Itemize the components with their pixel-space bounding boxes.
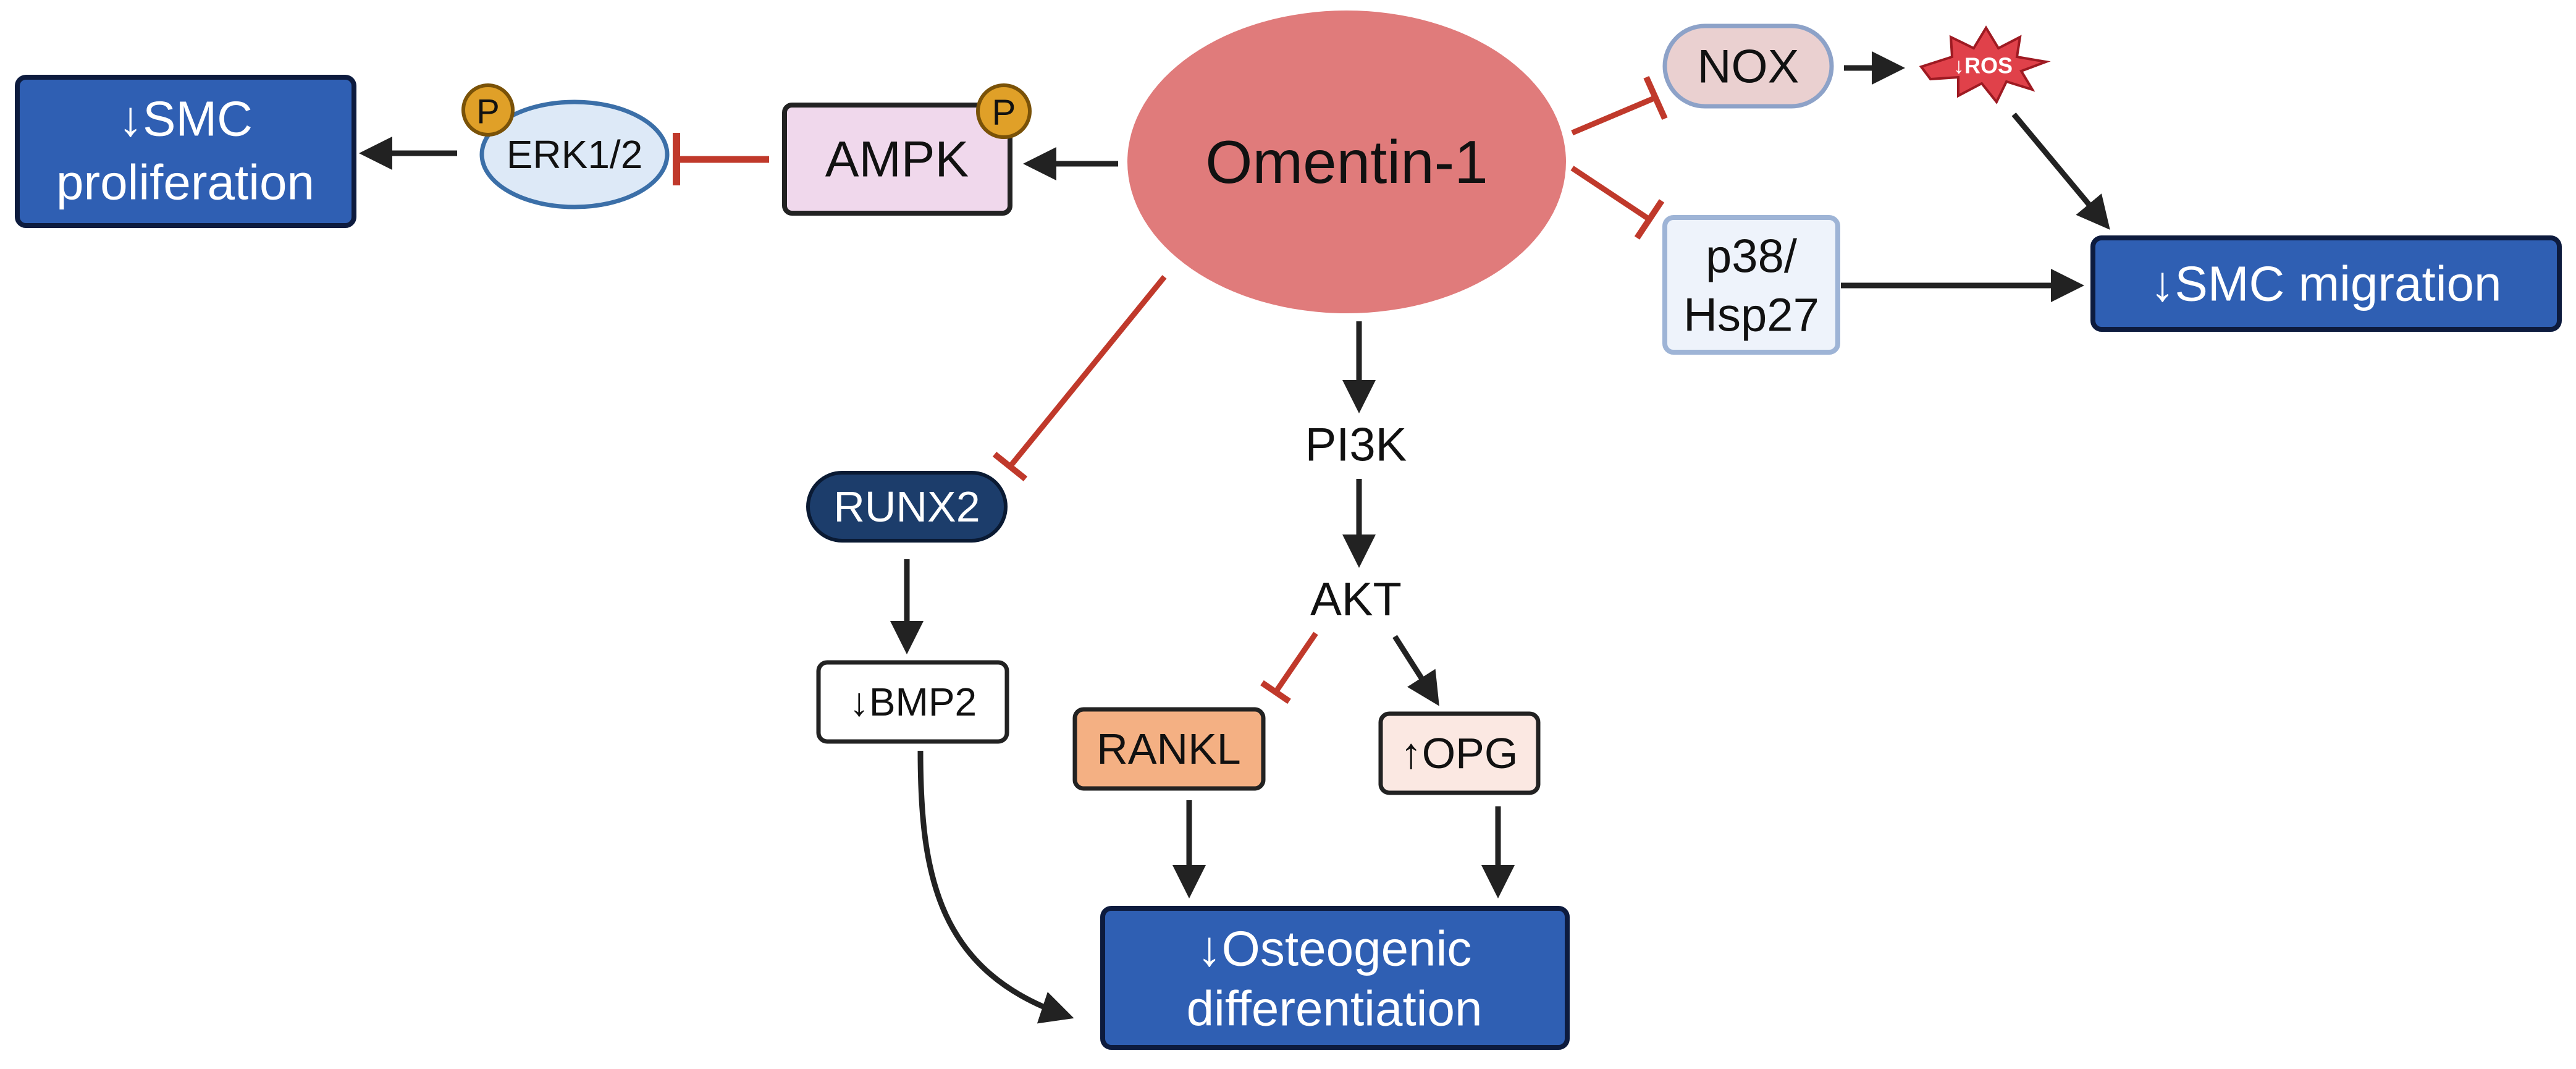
omentin-label: Omentin-1 (1205, 128, 1488, 196)
bmp2-node: ↓BMP2 (816, 660, 1009, 744)
erk-phospho-label: P (476, 92, 499, 131)
arrow-ros-to-smc-migration (2011, 112, 2110, 230)
opg-box (1378, 711, 1541, 795)
p38-line1: p38/ (1706, 230, 1798, 283)
erk-phospho-badge (461, 83, 515, 137)
runx2-node: RUNX2 (806, 471, 1008, 543)
inhibit-omentin-to-p38-bar (1634, 199, 1665, 240)
pi3k-label: PI3K (1305, 419, 1407, 471)
ampk-label: AMPK (825, 132, 969, 188)
rankl-node: RANKL (1072, 707, 1266, 791)
rankl-label: RANKL (1096, 725, 1240, 773)
smc-proliferation-box (15, 75, 356, 228)
osteogenic-line1: ↓Osteogenic (1197, 921, 1472, 976)
smc-migration-node: ↓SMC migration (2090, 235, 2562, 332)
erk-label: ERK1/2 (507, 132, 643, 177)
bmp2-box (816, 660, 1009, 744)
arrow-bmp2-to-osteogenic (917, 750, 1074, 1024)
erk-node: ERK1/2 P (461, 83, 670, 209)
osteogenic-line2: differentiation (1187, 981, 1483, 1036)
opg-node: ↑OPG (1378, 711, 1541, 795)
ros-starburst (1919, 25, 2051, 104)
inhibit-akt-to-rankl-bar (1260, 680, 1291, 704)
nox-node: NOX (1662, 23, 1834, 109)
smc-migration-box (2090, 235, 2562, 332)
ros-node: ↓ROS (1919, 25, 2051, 104)
edges (359, 51, 2110, 1024)
nox-pill (1662, 23, 1834, 109)
inhibit-omentin-to-p38 (1570, 166, 1651, 222)
erk-ellipse (479, 99, 670, 209)
rankl-box (1072, 707, 1266, 791)
osteogenic-node: ↓Osteogenic differentiation (1100, 906, 1570, 1050)
smc-proliferation-line1: ↓SMC (118, 91, 253, 146)
p38-box (1662, 215, 1840, 355)
inhibit-omentin-to-nox (1571, 95, 1657, 136)
opg-label: ↑OPG (1400, 729, 1518, 777)
arrow-akt-to-opg (1392, 635, 1439, 706)
smc-migration-label: ↓SMC migration (2150, 256, 2501, 311)
p38-node: p38/ Hsp27 (1662, 215, 1840, 355)
inhibit-akt-to-rankl (1273, 632, 1318, 694)
ampk-phospho-badge (976, 83, 1032, 139)
omentin-node: Omentin-1 (1127, 11, 1566, 313)
smc-proliferation-line2: proliferation (56, 155, 314, 210)
bmp2-label: ↓BMP2 (849, 680, 977, 724)
smc-proliferation-node: ↓SMC proliferation (15, 75, 356, 228)
akt-label: AKT (1310, 573, 1402, 626)
p38-line2: Hsp27 (1683, 289, 1819, 342)
ros-label: ↓ROS (1953, 53, 2013, 78)
osteogenic-box (1100, 906, 1570, 1050)
inhibit-omentin-to-runx2 (1008, 275, 1167, 468)
ampk-box (782, 103, 1012, 216)
nox-label: NOX (1698, 41, 1799, 93)
ampk-phospho-label: P (992, 93, 1016, 133)
runx2-pill (806, 471, 1008, 543)
ampk-node: AMPK P (782, 83, 1032, 216)
omentin-ellipse (1127, 11, 1566, 313)
inhibit-omentin-to-runx2-bar (992, 452, 1028, 481)
inhibit-omentin-to-nox-bar (1643, 75, 1668, 120)
runx2-label: RUNX2 (833, 483, 980, 531)
